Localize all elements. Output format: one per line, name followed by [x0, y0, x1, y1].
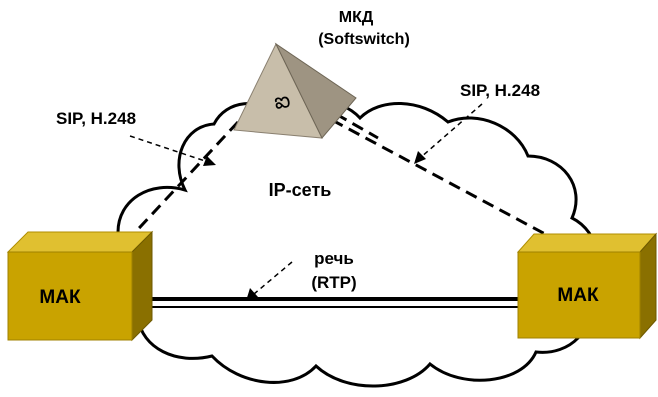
softswitch-name: МКД: [339, 9, 374, 26]
softswitch-symbol-icon: ఐ: [273, 88, 292, 115]
annotation-arrow-right: [414, 103, 483, 164]
signaling-link-left: [126, 120, 240, 242]
signaling-label-left: SIP, H.248: [56, 109, 136, 128]
signaling-link-right-shadow: [335, 112, 379, 140]
softswitch-subtitle: (Softswitch): [318, 31, 410, 48]
network-label: IP-сеть: [269, 180, 332, 200]
media-label-line1: речь: [314, 249, 354, 268]
signaling-label-right: SIP, H.248: [460, 81, 540, 100]
gateway-right: МАК: [516, 232, 658, 340]
softswitch-pyramid: ఐ: [233, 42, 357, 139]
media-label-line2: (RTP): [311, 273, 356, 292]
annotation-arrow-left: [129, 135, 216, 166]
gateway-left: МАК: [6, 230, 154, 342]
signaling-link-right: [331, 118, 561, 244]
gateway-left-label: МАК: [39, 287, 81, 308]
gateway-right-label: МАК: [557, 285, 599, 306]
